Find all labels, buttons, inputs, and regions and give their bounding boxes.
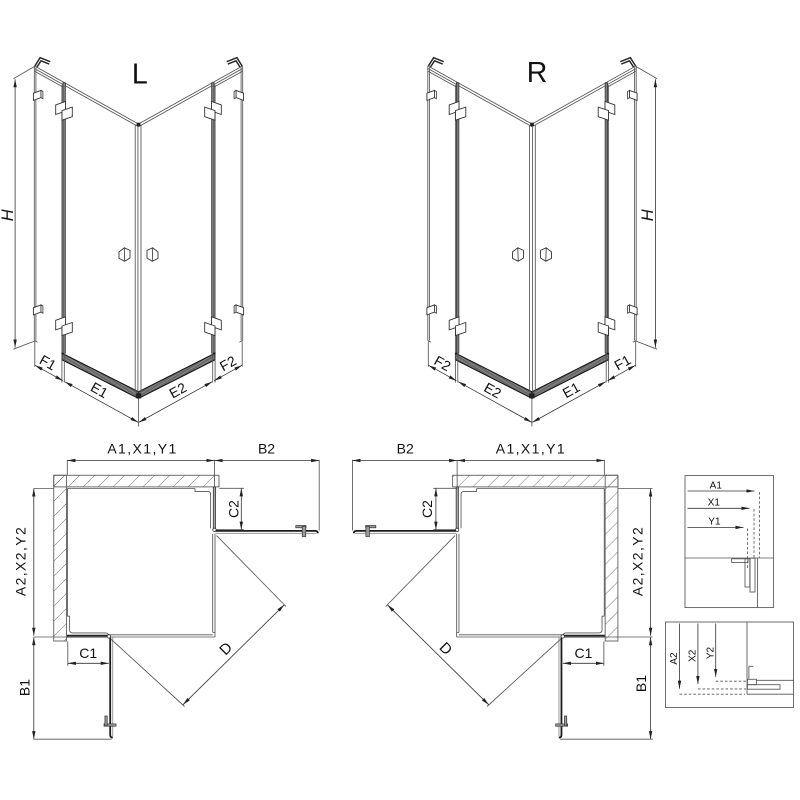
- svg-text:X1: X1: [708, 498, 721, 509]
- svg-text:Y2: Y2: [705, 646, 716, 659]
- svg-text:B1: B1: [633, 675, 649, 692]
- svg-text:A1,X1,Y1: A1,X1,Y1: [107, 440, 177, 456]
- svg-text:A2,X2,Y2: A2,X2,Y2: [13, 526, 29, 596]
- svg-text:F2: F2: [432, 352, 454, 374]
- svg-text:B2: B2: [397, 440, 414, 456]
- svg-text:C2: C2: [419, 500, 435, 518]
- svg-text:A2: A2: [669, 652, 680, 665]
- svg-text:E2: E2: [481, 379, 504, 401]
- svg-text:C2: C2: [225, 500, 241, 518]
- svg-text:B1: B1: [16, 679, 32, 696]
- svg-text:R: R: [527, 57, 548, 89]
- svg-text:H: H: [0, 209, 17, 221]
- svg-text:E1: E1: [560, 379, 583, 401]
- svg-text:A1,X1,Y1: A1,X1,Y1: [496, 440, 566, 456]
- svg-text:C1: C1: [575, 645, 593, 661]
- svg-text:A2,X2,Y2: A2,X2,Y2: [629, 526, 645, 596]
- svg-text:E1: E1: [88, 379, 111, 401]
- svg-text:H: H: [639, 209, 657, 221]
- svg-text:F1: F1: [611, 351, 633, 373]
- svg-text:L: L: [132, 59, 148, 91]
- svg-text:E2: E2: [166, 379, 189, 401]
- svg-text:A1: A1: [710, 481, 723, 492]
- svg-text:B2: B2: [258, 440, 275, 456]
- svg-text:F2: F2: [217, 352, 239, 374]
- svg-text:Y1: Y1: [708, 517, 721, 528]
- svg-text:F1: F1: [37, 351, 59, 373]
- svg-text:X2: X2: [688, 649, 699, 662]
- svg-text:C1: C1: [79, 645, 97, 661]
